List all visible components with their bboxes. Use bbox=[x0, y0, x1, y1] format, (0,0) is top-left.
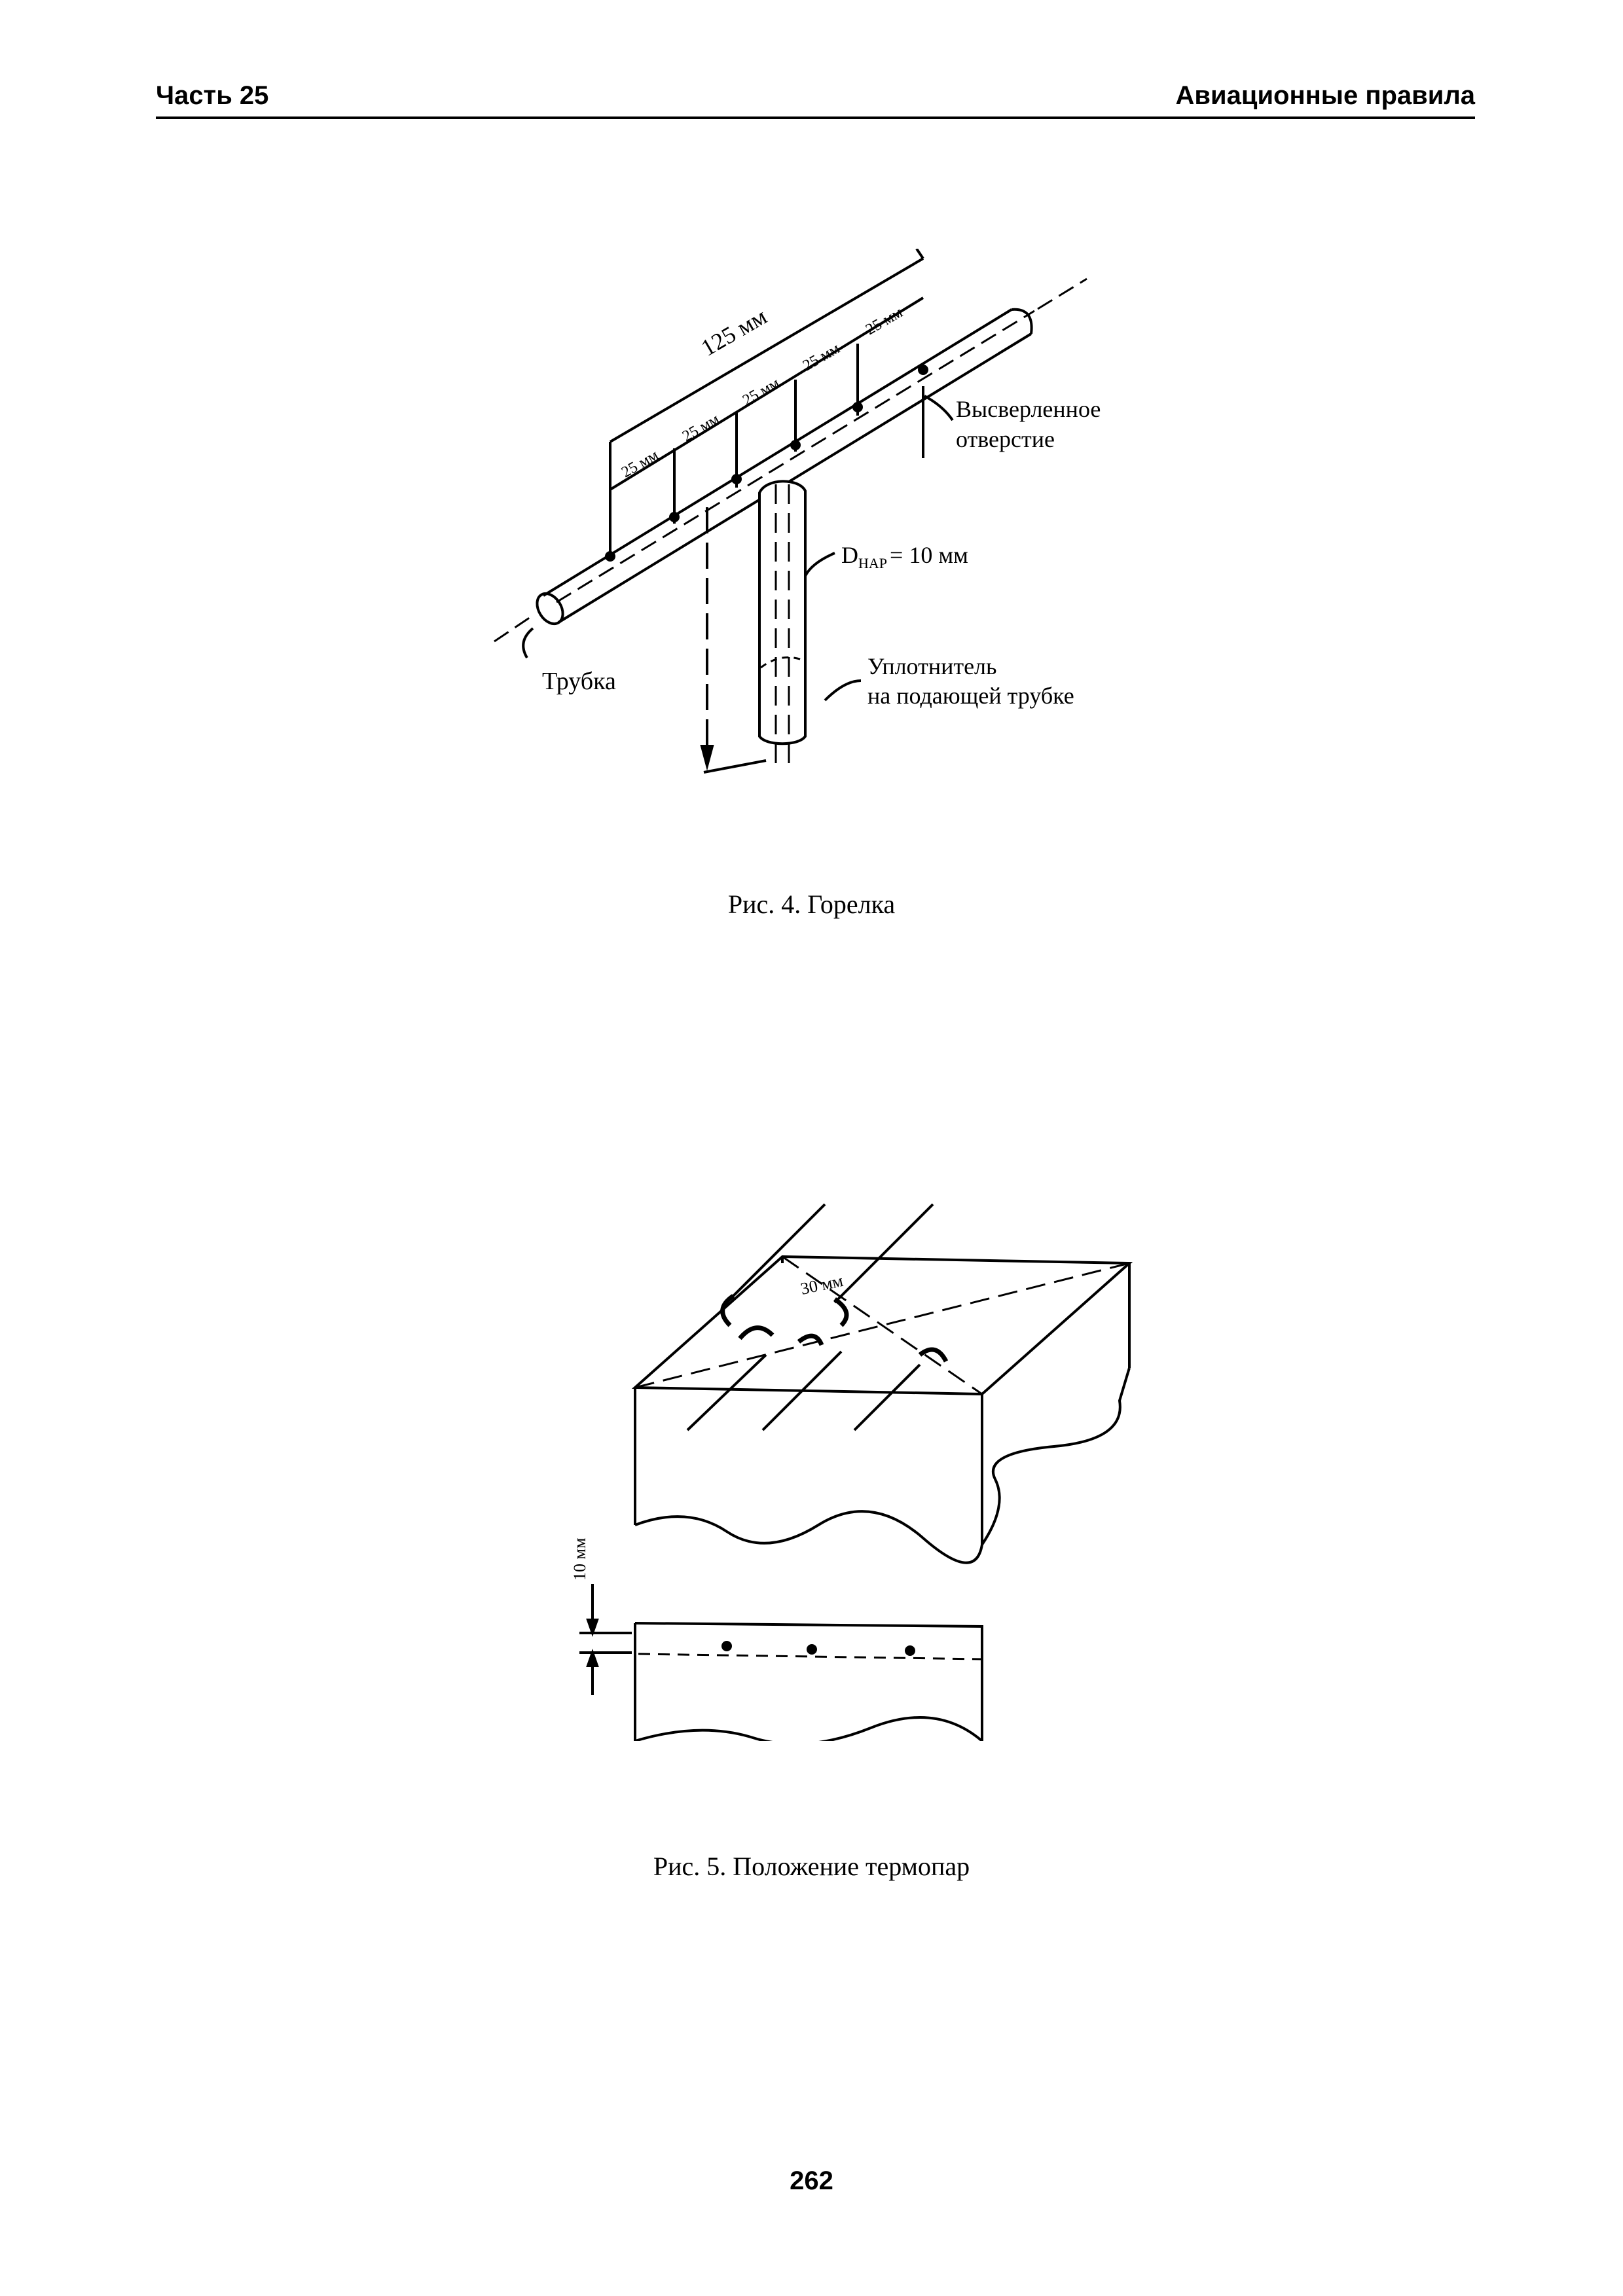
tube-centerline bbox=[494, 278, 1087, 643]
wire-back-left bbox=[725, 1203, 826, 1304]
thermocouple-figure: 30 мм 10 мм bbox=[556, 1185, 1146, 1746]
section-centerline bbox=[638, 1653, 983, 1660]
dim-segment-line bbox=[609, 296, 924, 491]
tube-bottom-edge bbox=[557, 332, 1032, 624]
page-header: Часть 25 Авиационные правила bbox=[156, 77, 1475, 119]
section-thermocouple-points bbox=[721, 1641, 915, 1656]
dim-total-tail bbox=[915, 247, 924, 260]
seal-label-1: Уплотнитель bbox=[867, 653, 996, 679]
bead-front-left bbox=[738, 1325, 775, 1340]
diameter-leader bbox=[804, 552, 835, 577]
drilled-hole-label-1: Высверленное bbox=[956, 396, 1101, 422]
dim-segment-3: 25 мм bbox=[740, 374, 782, 409]
hole-markers bbox=[605, 365, 928, 562]
bead-front-right bbox=[918, 1347, 949, 1363]
tube-right-end bbox=[1011, 308, 1033, 334]
bead-back-left bbox=[720, 1294, 735, 1327]
depth-label: 10 мм bbox=[570, 1538, 589, 1581]
diagonal-b bbox=[782, 1255, 983, 1395]
header-title: Авиационные правила bbox=[1175, 81, 1475, 110]
block-side-break bbox=[981, 1367, 1131, 1546]
thermocouple-diagram: 30 мм 10 мм bbox=[570, 1203, 1133, 1746]
tube-leader bbox=[522, 627, 534, 659]
feed-tube-centerline bbox=[775, 484, 790, 772]
drilled-hole-label-2: отверстие bbox=[956, 426, 1055, 452]
arrow-down bbox=[700, 745, 714, 771]
tube-top-edge bbox=[542, 308, 1013, 597]
figure4-caption: Рис. 4. Горелка bbox=[727, 889, 896, 919]
header-section: Часть 25 bbox=[156, 81, 269, 110]
wire-front-left bbox=[686, 1354, 767, 1431]
feed-tube bbox=[758, 480, 807, 745]
burner-diagram: 125 мм 25 мм 25 мм 25 мм 25 мм 25 мм Выс… bbox=[494, 247, 1101, 774]
base-line bbox=[703, 759, 767, 774]
figure5-caption: Рис. 5. Положение термопар bbox=[653, 1852, 970, 1881]
wire-front-mid bbox=[761, 1350, 843, 1431]
page-number: 262 bbox=[790, 2166, 833, 2195]
wire-front-right bbox=[853, 1363, 921, 1431]
seal-label-2: на подающей трубке bbox=[867, 683, 1074, 709]
dim-segment-2: 25 мм bbox=[680, 410, 722, 445]
dim-segment-4: 25 мм bbox=[800, 340, 843, 374]
diameter-label: DНАР= 10 мм bbox=[841, 542, 968, 571]
dim-segment-1: 25 мм bbox=[619, 446, 661, 481]
bead-back-right bbox=[833, 1297, 849, 1327]
dim-segment-5: 25 мм bbox=[863, 304, 905, 338]
drilled-hole-leader bbox=[924, 395, 954, 422]
depth-arrows bbox=[586, 1619, 599, 1667]
wire-back-right bbox=[833, 1203, 934, 1304]
block-bottom-break bbox=[634, 1510, 983, 1564]
seal-line bbox=[760, 656, 806, 669]
section-top-right bbox=[634, 1622, 983, 1741]
tube-label: Трубка bbox=[542, 668, 616, 695]
tube-left-end bbox=[536, 592, 564, 626]
bead-center bbox=[797, 1333, 824, 1346]
dim-total-line bbox=[609, 257, 924, 443]
seal-leader bbox=[824, 679, 862, 702]
depth-extension-lines bbox=[579, 1632, 632, 1654]
burner-figure: 125 мм 25 мм 25 мм 25 мм 25 мм 25 мм Выс… bbox=[458, 247, 1211, 792]
section-bottom-break bbox=[634, 1716, 983, 1746]
